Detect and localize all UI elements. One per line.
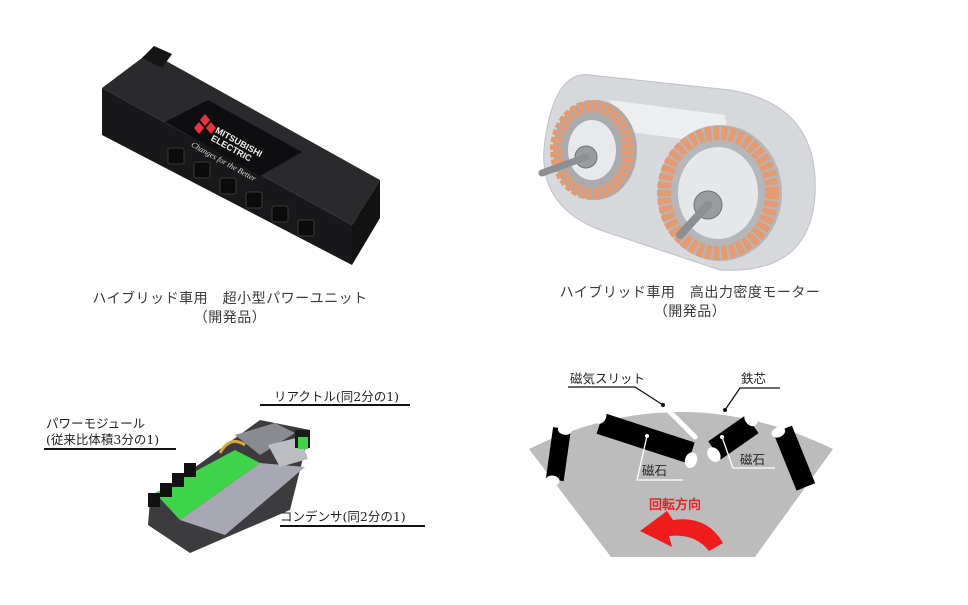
power-unit-caption: ハイブリッド車用 超小型パワーユニット （開発品） [92, 291, 368, 326]
rotor-cross-section-diagram [515, 365, 845, 565]
magnetic-slit-label: 磁気スリット [570, 371, 646, 386]
magnet-label-left: 磁石 [642, 463, 668, 478]
iron-core-label: 鉄芯 [741, 371, 767, 386]
mitsubishi-logo-icon [194, 114, 216, 134]
power-module-leader-line [44, 448, 176, 450]
iron-core-shape [529, 412, 833, 557]
rotation-arrow-icon [640, 511, 723, 551]
magnet-label-right: 磁石 [740, 452, 766, 467]
rotor-cross-section [529, 386, 833, 557]
motor-photo-panel [520, 45, 830, 280]
reactor-label: リアクトル(同2分の1) [274, 389, 400, 404]
power-unit-cutaway-diagram [30, 375, 430, 555]
motor-photo [538, 74, 816, 271]
power-module-label: パワーモジュール (従来比体積3分の1) [46, 416, 160, 447]
power-unit-photo-panel: MITSUBISHI ELECTRIC Changes for the Bett… [90, 40, 390, 285]
capacitor-label: コンデンサ(同2分の1) [280, 509, 406, 524]
power-unit-cutaway-illustration [148, 420, 310, 553]
rotation-direction-label: 回転方向 [649, 498, 702, 513]
magnet-shapes [545, 408, 816, 491]
capacitor-leader-line [280, 525, 425, 527]
reactor-leader-line [260, 404, 410, 406]
power-unit-photo [102, 46, 380, 265]
motor-caption: ハイブリッド車用 高出力密度モーター （開発品） [559, 285, 821, 320]
